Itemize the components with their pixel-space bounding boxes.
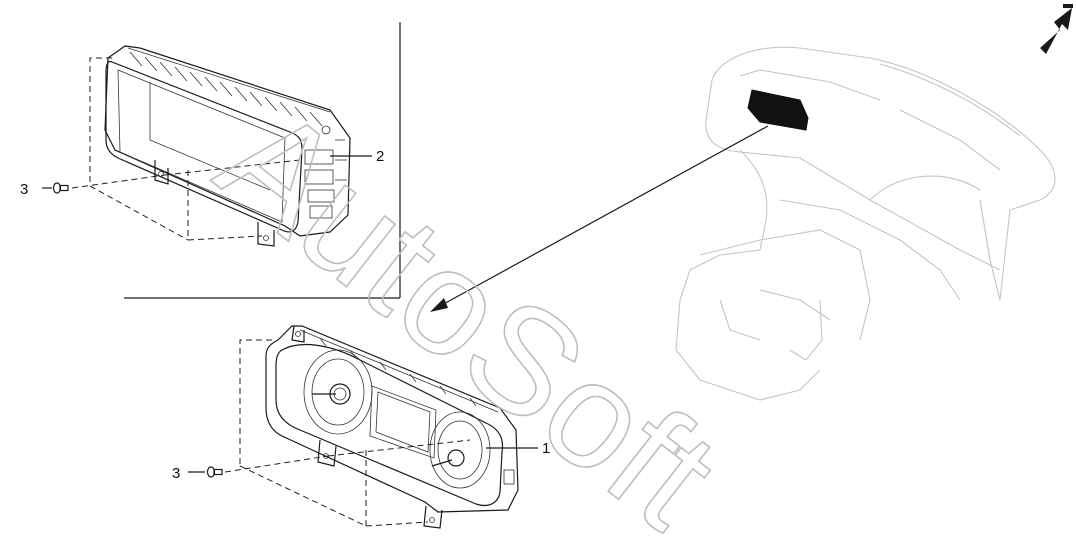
inset-frame bbox=[124, 22, 401, 299]
location-leader-arrow bbox=[430, 125, 769, 312]
install-lines-upper bbox=[71, 57, 301, 241]
instrument-cluster-front bbox=[265, 325, 519, 529]
screw-lower bbox=[188, 466, 223, 478]
callout-cluster: 1 bbox=[542, 440, 550, 457]
screw-upper bbox=[42, 182, 69, 194]
callout-screw-upper: 3 bbox=[20, 181, 28, 198]
watermark-text: AutoSoft bbox=[190, 73, 747, 554]
callout-cluster-rear: 2 bbox=[376, 148, 384, 165]
cluster-location-highlight bbox=[747, 89, 809, 131]
dashboard-ghost-view bbox=[675, 46, 1056, 401]
front-direction-arrow-icon bbox=[1040, 4, 1073, 54]
cluster-rear-view bbox=[104, 45, 351, 247]
callout-screw-lower: 3 bbox=[172, 465, 180, 482]
install-lines-lower bbox=[224, 339, 471, 527]
